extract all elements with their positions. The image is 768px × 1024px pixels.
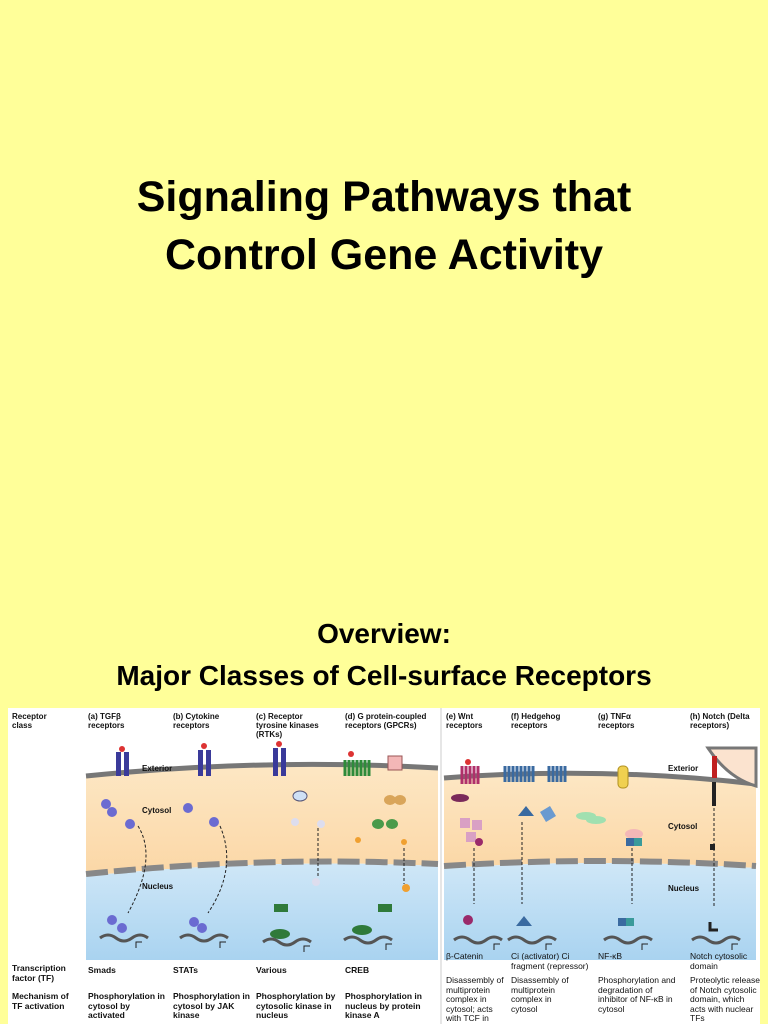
slide-title: Signaling Pathways that Control Gene Act… bbox=[0, 168, 768, 284]
exterior-label-left: Exterior bbox=[142, 764, 173, 773]
tf-c: Various bbox=[256, 965, 287, 975]
slide-subtitle: Overview: Major Classes of Cell-surface … bbox=[0, 613, 768, 697]
subtitle-line-1: Overview: bbox=[317, 618, 451, 649]
mechanism-d: Phosphorylation in nucleus by protein ki… bbox=[345, 991, 422, 1021]
gpcr-pathway bbox=[343, 751, 410, 950]
tf-e: β-Catenin bbox=[446, 951, 484, 961]
mechanism-a: Phosphorylation in cytosol by activated bbox=[88, 991, 165, 1021]
title-line-2: Control Gene Activity bbox=[164, 231, 604, 279]
receptor-c-class: (c) Receptor tyrosine kinases (RTKs) bbox=[256, 712, 319, 739]
notch-pathway bbox=[691, 756, 741, 950]
subtitle-line-2: Major Classes of Cell-surface Receptors bbox=[116, 660, 652, 691]
mechanism-h: Proteolytic release of Notch cytosolic d… bbox=[690, 975, 760, 1024]
receptor-class-header: Receptor class bbox=[12, 712, 47, 730]
nucleus-label-right: Nucleus bbox=[668, 884, 700, 893]
mechanism-row-header: Mechanism of TF activation bbox=[12, 991, 69, 1011]
mechanism-e: Disassembly of multiprotein complex in c… bbox=[446, 975, 504, 1024]
mechanism-f: Disassembly of multiprotein complex in c… bbox=[511, 975, 569, 1014]
tf-a: Smads bbox=[88, 965, 116, 975]
tnfa-pathway bbox=[576, 765, 653, 950]
receptor-g-class: (g) TNFα receptors bbox=[598, 712, 635, 730]
receptor-f-class: (f) Hedgehog receptors bbox=[511, 712, 561, 730]
tf-row-header: Transcription factor (TF) bbox=[12, 963, 66, 983]
wnt-pathway bbox=[451, 759, 503, 950]
tf-h: Notch cytosolic domain bbox=[690, 951, 748, 971]
receptor-d-class: (d) G protein-coupled receptors (GPCRs) bbox=[345, 712, 427, 730]
tgfb-pathway bbox=[99, 746, 149, 948]
rtk-pathway bbox=[262, 741, 325, 952]
mechanism-c: Phosphorylation by cytosolic kinase in n… bbox=[256, 991, 336, 1021]
receptor-a-class: (a) TGFβ receptors bbox=[88, 712, 125, 730]
tf-d: CREB bbox=[345, 965, 370, 975]
receptor-diagram-graphic bbox=[85, 708, 758, 1024]
nucleus-label-left: Nucleus bbox=[142, 882, 174, 891]
cytosol-label-left: Cytosol bbox=[142, 806, 172, 815]
hedgehog-pathway bbox=[503, 766, 567, 950]
receptor-e-class: (e) Wnt receptors bbox=[446, 712, 483, 730]
cytosol-label-right: Cytosol bbox=[668, 822, 698, 831]
mechanism-g: Phosphorylation and degradation of inhib… bbox=[598, 975, 676, 1014]
receptor-b-class: (b) Cytokine receptors bbox=[173, 712, 220, 730]
tf-f: Ci (activator) Ci fragment (repressor) bbox=[511, 951, 589, 971]
cytokine-pathway bbox=[179, 743, 229, 948]
tf-b: STATs bbox=[173, 965, 199, 975]
receptor-h-class: (h) Notch (Delta receptors) bbox=[690, 712, 750, 730]
left-cell-panel bbox=[85, 748, 439, 960]
mechanism-b: Phosphorylation in cytosol by JAK kinase bbox=[173, 991, 250, 1021]
exterior-label-right: Exterior bbox=[668, 764, 699, 773]
title-line-1: Signaling Pathways that bbox=[136, 173, 632, 221]
tf-g: NF-κB bbox=[598, 951, 623, 961]
receptor-classes-figure: Receptor class (a) TGFβ receptors (b) Cy… bbox=[8, 708, 760, 1024]
